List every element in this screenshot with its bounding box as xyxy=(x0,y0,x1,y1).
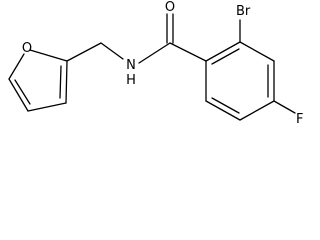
atom-label-fluorine: F xyxy=(296,112,303,127)
bond-ring-c1-c2 xyxy=(205,41,241,62)
bond-ring-f xyxy=(273,100,296,114)
bond-carbonyl-ring xyxy=(169,42,207,62)
bond-n-carbonyl xyxy=(138,42,171,64)
atom-label-bromine: Br xyxy=(236,4,251,19)
bond-ch2-n xyxy=(100,42,124,60)
bond-furan-o-c2 xyxy=(29,49,68,62)
atom-label-nitrogen: N xyxy=(126,58,136,73)
bond-furan-c2-c3-inner xyxy=(59,65,62,99)
bond-ring-c4-c5 xyxy=(239,100,275,121)
bond-furan-c5-o xyxy=(8,53,25,80)
bond-furan-ch2 xyxy=(66,42,102,62)
bond-furan-c3-c4 xyxy=(27,102,67,112)
bond-ring-c5-c6 xyxy=(205,100,241,121)
atom-label-oxygen-furan: O xyxy=(22,41,32,56)
atom-label-hydrogen: H xyxy=(126,73,136,88)
bond-ring-c1-c2-inner xyxy=(211,48,240,65)
atom-label-oxygen-carbonyl: O xyxy=(165,0,175,15)
bond-ring-c2-c3 xyxy=(239,41,275,62)
bond-furan-c2-c3 xyxy=(65,60,68,104)
bond-furan-c4-c5-inner xyxy=(14,79,31,105)
bond-ring-c5-c6-inner xyxy=(211,97,240,114)
structure-diagram: O Br N H O F xyxy=(8,0,303,127)
bond-furan-c4-c5 xyxy=(8,78,29,112)
